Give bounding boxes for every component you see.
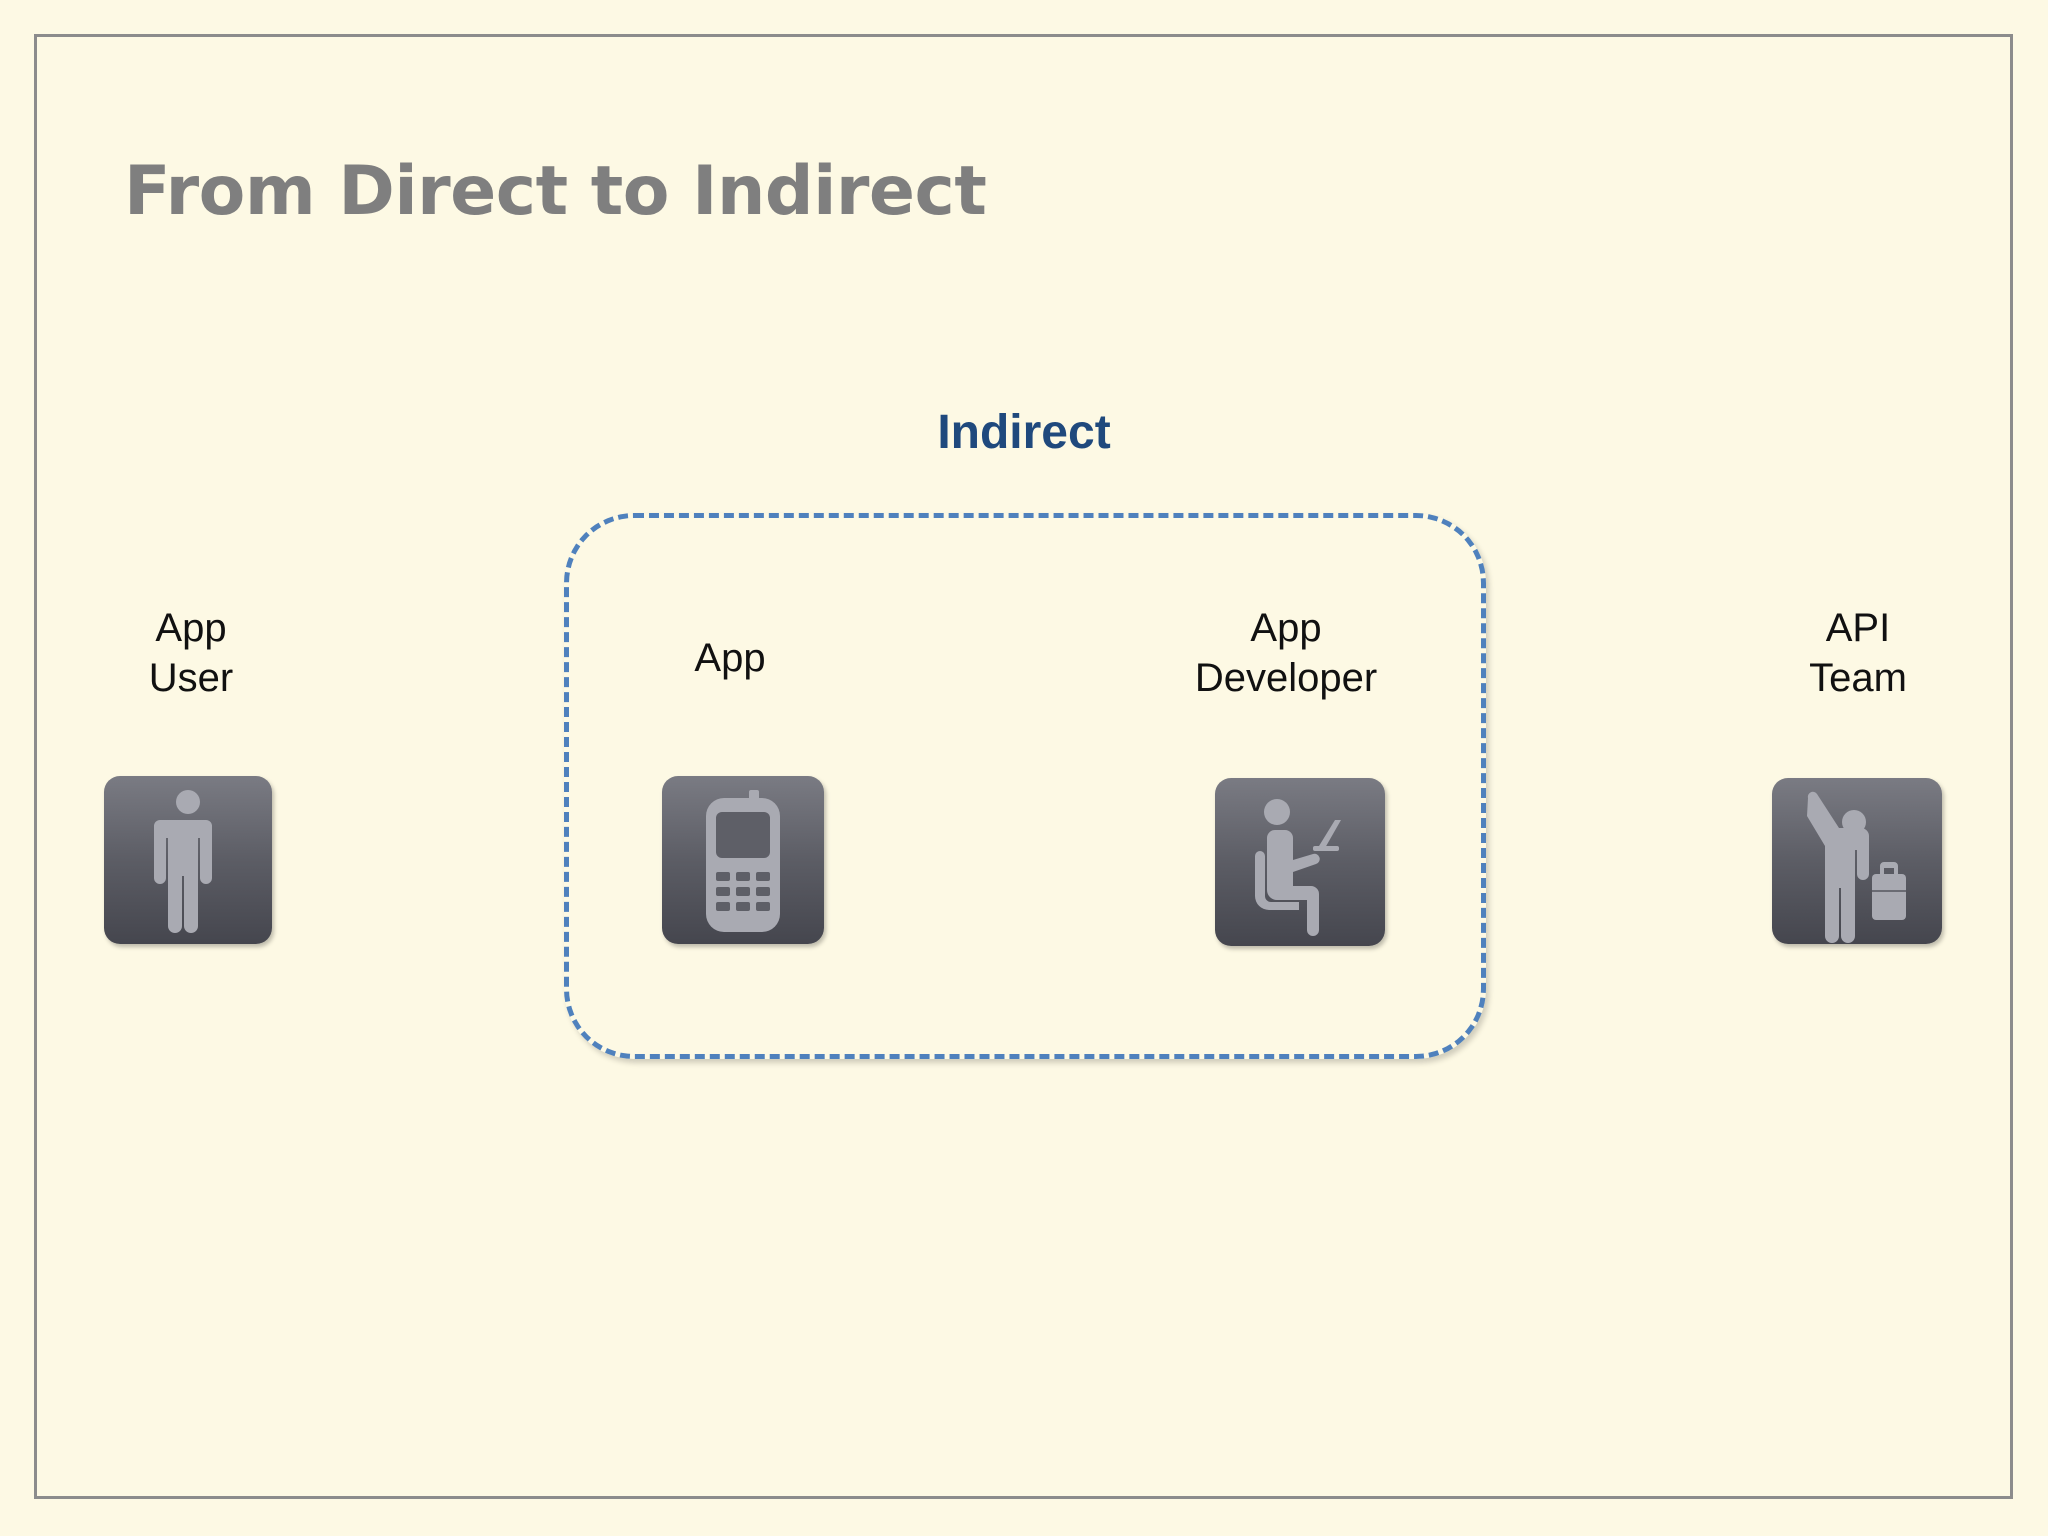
person-with-briefcase-icon	[1772, 778, 1942, 944]
actor-label-line: App	[155, 606, 227, 650]
indirect-group-label: Indirect	[937, 406, 1111, 459]
actor-label-line: Team	[1809, 656, 1907, 700]
actor-label-line: App	[1250, 606, 1322, 650]
actor-label-app-user: App User	[41, 603, 341, 703]
mobile-phone-icon	[662, 776, 824, 944]
actor-label-app-developer: App Developer	[1136, 603, 1436, 703]
standing-person-icon	[104, 776, 272, 944]
actor-label-line: User	[148, 656, 234, 700]
seated-person-laptop-icon	[1215, 778, 1385, 946]
indirect-group-box	[564, 513, 1486, 1059]
slide-title: From Direct to Indirect	[124, 152, 987, 231]
actor-label-line: App	[694, 636, 766, 680]
slide-border	[34, 34, 2013, 1499]
actor-label-line: API	[1825, 606, 1891, 650]
actor-label-line: Developer	[1194, 656, 1378, 700]
actor-label-api-team: API Team	[1708, 603, 2008, 703]
actor-label-app: App	[580, 633, 880, 683]
